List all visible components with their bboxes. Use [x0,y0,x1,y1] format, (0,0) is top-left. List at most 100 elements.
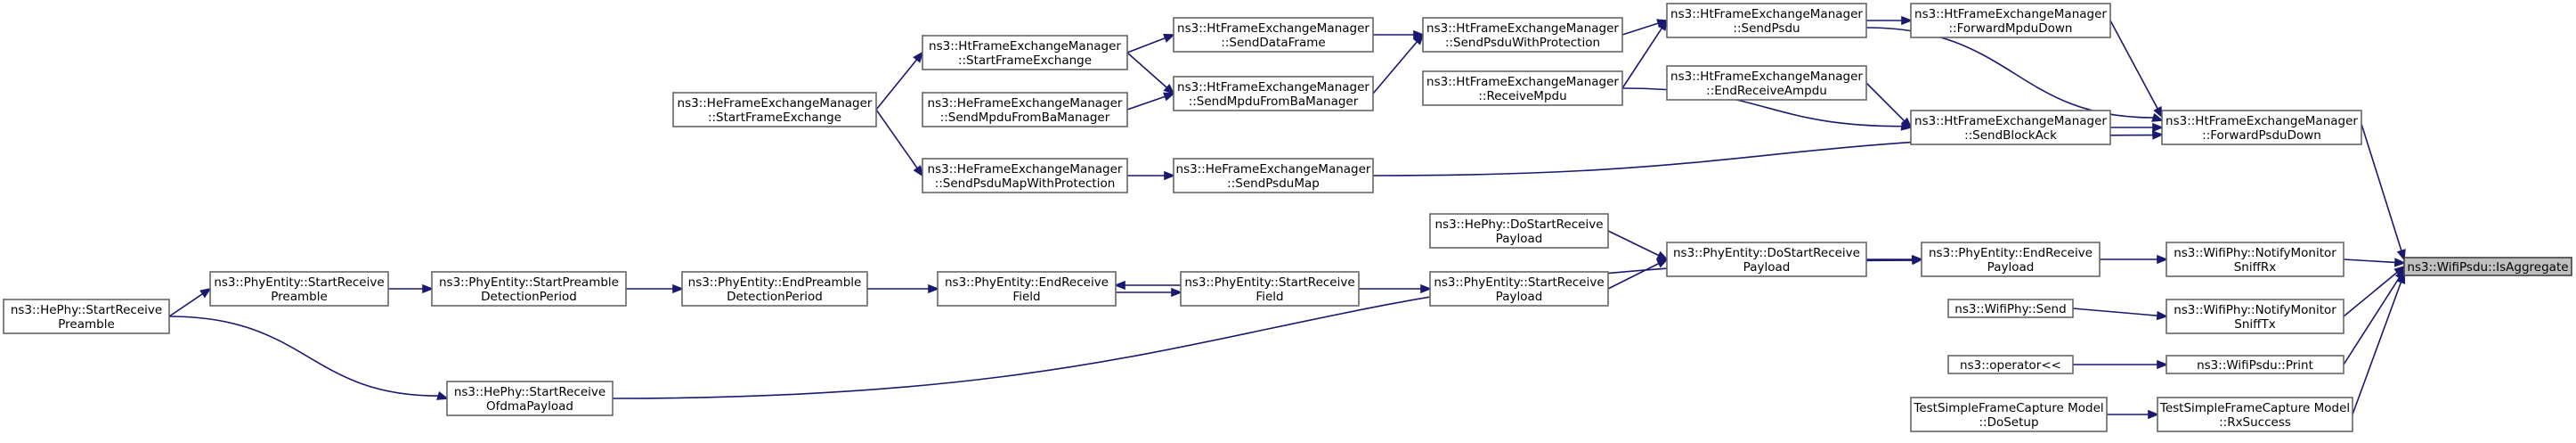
edge-sendpsdu-to-fwdpsdudown [1865,27,2165,122]
node-sendpsduwithprot[interactable]: ns3::HtFrameExchangeManager::SendPsduWit… [1422,17,1623,53]
node-fwdpsdudown[interactable]: ns3::HtFrameExchangeManager::ForwardPsdu… [2161,110,2362,145]
edge-hestartframe-to-hesendpsdumapwp [875,109,924,177]
edge-arrowhead [2151,112,2165,122]
edge-line [1621,22,1659,36]
edge-arrowhead [1656,258,1669,268]
node-label: ns3::PhyEntity::EndReceive [945,275,1109,290]
node-label: ns3::HtFrameExchangeManager [1426,75,1619,89]
node-label: ns3::HtFrameExchangeManager [1426,21,1619,36]
node-label: ::RxSuccess [2219,415,2291,430]
node-hesendpsdumap[interactable]: ns3::HeFrameExchangeManager::SendPsduMap [1173,158,1374,193]
edge-arrowhead [1900,121,1914,131]
edge-line [1607,230,1660,257]
edge-operator-to-print [2073,359,2169,370]
node-box [209,271,389,307]
edge-startreceivefield-to-endreceivefield [1113,280,1181,291]
node-box [681,271,868,307]
edge-arrowhead [2148,409,2160,420]
edge-htstartframe-to-sendmpdufromba [1126,52,1175,95]
node-label: ::SendDataFrame [1221,36,1325,50]
node-sendmpdufromba[interactable]: ns3::HtFrameExchangeManager::SendMpduFro… [1173,76,1374,111]
node-label: ::StartFrameExchange [708,111,841,125]
node-box [2166,242,2344,277]
edge-arrowhead [1164,170,1176,181]
edge-arrowhead [2157,359,2169,370]
edge-arrowhead [2152,122,2165,133]
node-htstartframe[interactable]: ns3::HtFrameExchangeManager::StartFrameE… [922,35,1128,70]
edge-line [2109,20,2158,110]
edge-dosetup-to-rxsuccess [2107,409,2160,420]
edge-line [612,259,1914,399]
edge-endreceivepayload-to-notifyrx [2100,254,2169,265]
node-box [1422,17,1623,53]
node-box [431,271,627,307]
edge-rxsuccess-to-isaggregate [2352,271,2406,415]
edge-line [875,59,918,111]
node-label: ::ForwardMpduDown [1949,21,2073,36]
node-label: ::SendPsduWithProtection [1445,36,1600,50]
node-label: ns3::PhyEntity::StartReceive [214,275,384,290]
edge-arrowhead [1163,83,1175,95]
node-label: ::ForwardPsduDown [2202,128,2321,143]
edge-arrowhead [913,165,924,177]
node-box [1910,3,2111,38]
node-hesendpsdumapwp[interactable]: ns3::HeFrameExchangeManager::SendPsduMap… [922,158,1128,193]
edge-line [2343,271,2398,317]
node-hesendmpdufromba[interactable]: ns3::HeFrameExchangeManager::SendMpduFro… [922,92,1128,127]
node-box [1173,158,1374,193]
edge-line [2361,123,2402,251]
edge-endreceiveampdu-to-sendblockack [1865,82,1913,129]
node-receivempdu[interactable]: ns3::HtFrameExchangeManager::ReceiveMpdu [1422,70,1623,106]
node-sendpsdu[interactable]: ns3::HtFrameExchangeManager::SendPsdu [1666,3,1867,38]
node-print[interactable]: ns3::WifiPsdu::Print [2166,355,2344,374]
node-endreceiveampdu[interactable]: ns3::HtFrameExchangeManager::EndReceiveA… [1666,65,1867,101]
node-label: ::SendPsdu [1733,21,1800,36]
node-label: ::StartFrameExchange [958,53,1092,68]
edge-arrowhead [1171,287,1183,298]
node-operator[interactable]: ns3::operator<< [1947,355,2074,374]
node-box [922,35,1128,70]
node-label: ::SendBlockAck [1964,128,2057,143]
node-endpreamble[interactable]: ns3::PhyEntity::EndPreambleDetectionPeri… [681,271,868,307]
node-box [922,158,1128,193]
edge-sendblockack-to-fwdpsdudown [2110,122,2165,133]
node-senddataframe[interactable]: ns3::HtFrameExchangeManager::SendDataFra… [1173,17,1374,53]
node-label: Preamble [58,317,115,332]
node-label: TestSimpleFrameCapture Model [1913,401,2103,415]
node-box [672,92,877,127]
node-dosetup[interactable]: TestSimpleFrameCapture Model::DoSetup [1910,397,2108,432]
node-box [446,381,614,416]
edge-arrowhead [913,51,924,63]
node-label: ns3::HePhy::DoStartReceive [1434,217,1603,232]
node-label: DetectionPeriod [727,290,823,304]
node-hestartframe[interactable]: ns3::HeFrameExchangeManager::StartFrameE… [672,92,877,127]
node-label: ns3::operator<< [1960,358,2061,373]
node-box [1910,397,2108,432]
node-rxsuccess[interactable]: TestSimpleFrameCapture Model::RxSuccess [2157,397,2353,432]
node-isaggregate: ns3::WifiPsdu::IsAggregate [2403,257,2572,276]
node-fwdmpdudown[interactable]: ns3::HtFrameExchangeManager::ForwardMpdu… [1910,3,2111,38]
edge-sendmpdufromba-to-sendpsduwithprot [1372,33,1425,94]
edge-arrowhead [1656,250,1669,260]
node-label: ns3::WifiPsdu::IsAggregate [2407,260,2568,275]
edge-line [1372,41,1418,94]
node-startpreambleperiod[interactable]: ns3::PhyEntity::StartPreambleDetectionPe… [431,271,627,307]
edge-endreceivefield-to-startreceivefield [1116,287,1183,298]
edge-arrowhead [1657,19,1669,31]
node-label: ns3::WifiPhy::NotifyMonitor [2174,246,2336,260]
edge-hedostartreceive-to-dostartreceivepayload [1607,230,1669,260]
node-label: Payload [1743,260,1791,275]
node-wifiphysend[interactable]: ns3::WifiPhy::Send [1947,299,2074,318]
node-sendblockack[interactable]: ns3::HtFrameExchangeManager::SendBlockAc… [1910,110,2111,145]
